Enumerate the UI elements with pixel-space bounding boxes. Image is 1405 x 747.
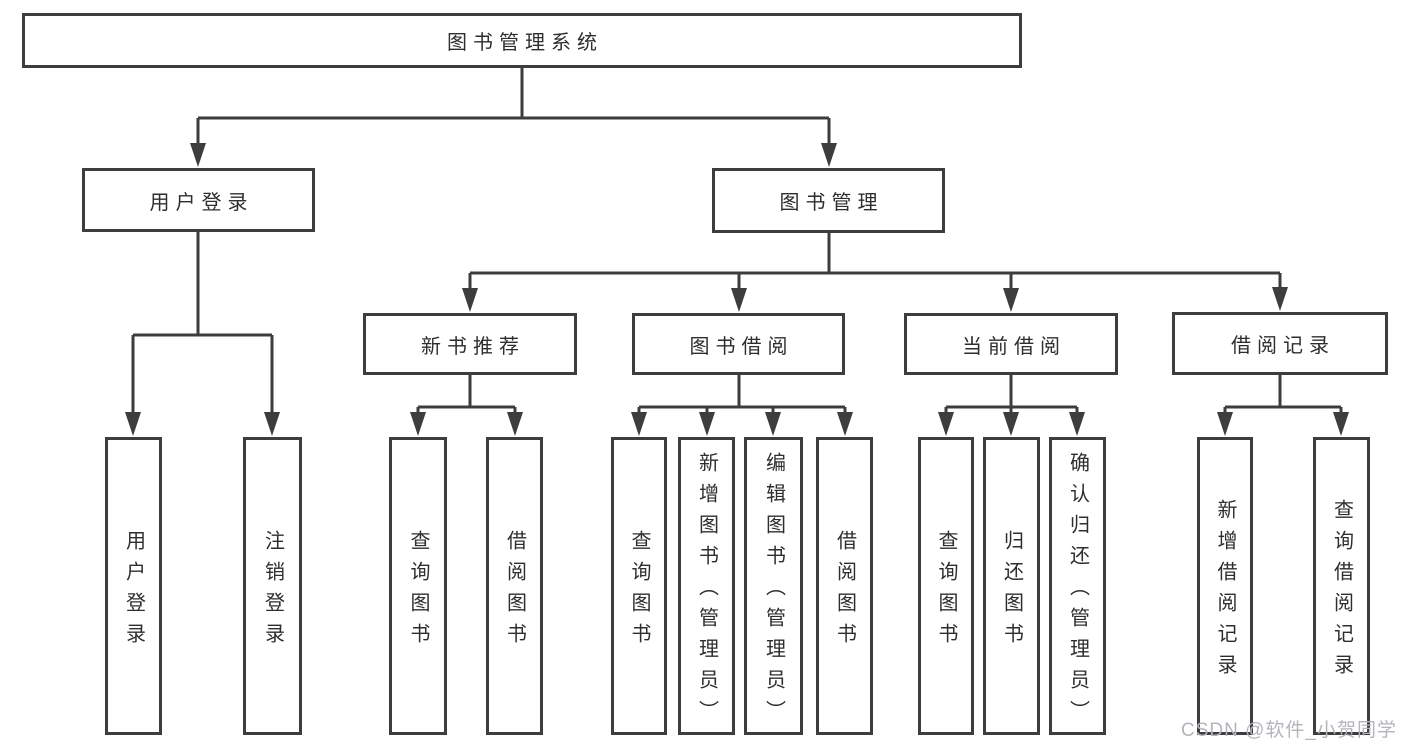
node-label: 归还图书 xyxy=(1000,529,1023,654)
leaf-borrow-books: 借阅图书 xyxy=(816,437,873,735)
leaf-edit-books-admin: 编辑图书（管理员） xyxy=(744,437,803,735)
node-label: 新书推荐 xyxy=(421,335,525,358)
node-new-book-recommend: 新书推荐 xyxy=(363,313,577,375)
leaf-confirm-return-admin: 确认归还（管理员） xyxy=(1049,437,1106,735)
arrowhead xyxy=(125,412,141,436)
leaf-return-books: 归还图书 xyxy=(983,437,1040,735)
arrowhead xyxy=(264,412,280,436)
leaf-query-books-recommend: 查询图书 xyxy=(389,437,447,735)
arrowhead xyxy=(631,412,647,436)
arrowhead xyxy=(507,412,523,436)
node-root: 图书管理系统 xyxy=(22,13,1022,68)
connector-borrow-records-split xyxy=(1223,375,1343,414)
node-label: 借阅图书 xyxy=(503,529,526,654)
leaf-query-borrow-record: 查询借阅记录 xyxy=(1313,437,1370,735)
arrowhead xyxy=(190,143,206,167)
arrowhead xyxy=(837,412,853,436)
arrowhead xyxy=(821,143,837,167)
arrowhead xyxy=(462,288,478,312)
arrowhead xyxy=(938,412,954,436)
leaf-borrow-books-recommend: 借阅图书 xyxy=(486,437,543,735)
arrowhead xyxy=(410,412,426,436)
arrowhead xyxy=(1003,288,1019,312)
node-label: 确认归还（管理员） xyxy=(1066,452,1089,731)
node-user-login: 用户登录 xyxy=(82,168,315,232)
arrowhead xyxy=(1003,412,1019,436)
arrowhead xyxy=(765,412,781,436)
node-book-management: 图书管理 xyxy=(712,168,945,233)
node-label: 查询图书 xyxy=(935,529,957,654)
node-label: 图书管理 xyxy=(779,192,884,214)
connector-current-borrowing-split xyxy=(944,375,1079,414)
node-label: 注销登录 xyxy=(261,529,284,654)
node-borrow-records: 借阅记录 xyxy=(1172,312,1388,375)
arrowhead xyxy=(1069,412,1085,436)
leaf-query-books-current: 查询图书 xyxy=(918,437,974,735)
node-label: 编辑图书（管理员） xyxy=(762,452,785,731)
node-label: 查询借阅记录 xyxy=(1330,498,1353,685)
node-label: 查询图书 xyxy=(628,529,650,654)
connector-root-to-level2 xyxy=(196,68,831,145)
node-label: 用户登录 xyxy=(149,191,254,214)
arrowhead xyxy=(1217,412,1233,436)
node-label: 借阅图书 xyxy=(833,529,856,654)
node-current-borrowing: 当前借阅 xyxy=(904,313,1118,375)
leaf-add-books-admin: 新增图书（管理员） xyxy=(678,437,735,735)
leaf-logout: 注销登录 xyxy=(243,437,302,735)
node-label: 图书管理系统 xyxy=(447,32,603,54)
node-label: 新增图书（管理员） xyxy=(695,452,718,731)
arrowhead xyxy=(699,412,715,436)
arrowhead xyxy=(1272,287,1288,311)
leaf-add-borrow-record: 新增借阅记录 xyxy=(1197,437,1253,735)
node-label: 查询图书 xyxy=(407,529,429,654)
node-book-borrowing: 图书借阅 xyxy=(632,313,845,375)
connector-book-borrowing-split xyxy=(637,375,847,414)
arrowhead xyxy=(731,288,747,312)
node-label: 新增借阅记录 xyxy=(1214,498,1236,685)
watermark: CSDN @软件_小贺同学 xyxy=(1181,720,1397,741)
node-label: 借阅记录 xyxy=(1231,335,1335,357)
connector-book-management-split xyxy=(468,233,1282,290)
node-label: 图书借阅 xyxy=(689,335,794,358)
node-label: 当前借阅 xyxy=(962,335,1066,358)
leaf-user-login: 用户登录 xyxy=(105,437,162,735)
arrowhead xyxy=(1333,412,1349,436)
leaf-query-books-borrowing: 查询图书 xyxy=(611,437,667,735)
connector-new-book-split xyxy=(416,375,517,414)
node-label: 用户登录 xyxy=(122,529,145,654)
connector-user-login-split xyxy=(131,232,274,414)
